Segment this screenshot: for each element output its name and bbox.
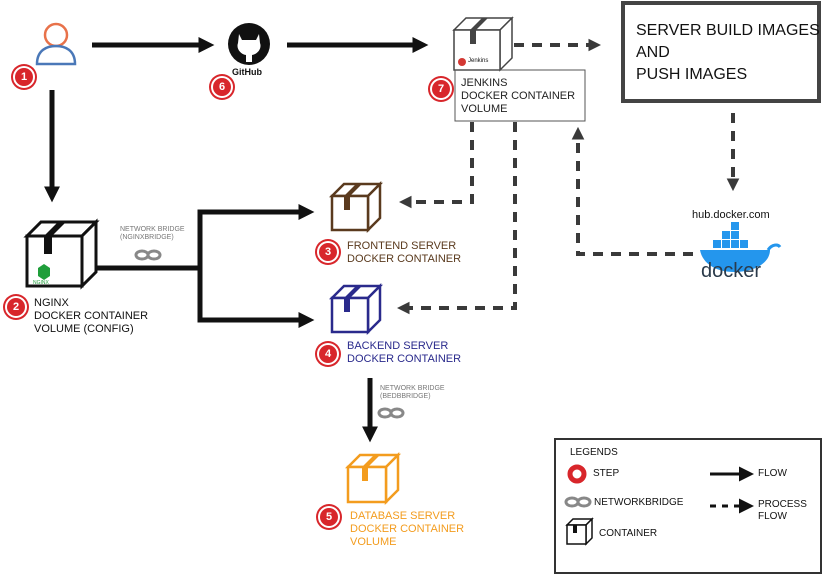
docker-logo-text: docker (701, 260, 762, 282)
jenkins-label-line-2: DOCKER CONTAINER (461, 90, 576, 102)
step-badge-6: 6 (213, 78, 231, 96)
server-build-line-1: SERVER BUILD IMAGES (636, 22, 820, 39)
step-badge-4: 4 (319, 345, 337, 363)
jenkins-label: JENKINS DOCKER CONTAINER VOLUME (461, 77, 575, 116)
backend-bridge-line-1: NETWORK BRIDGE (380, 385, 445, 392)
jenkins-label-line-1: JENKINS (461, 77, 508, 89)
nginx-label-line-3: VOLUME (CONFIG) (34, 323, 134, 335)
legend-flow-label: FLOW (758, 468, 787, 479)
process-jenkins-to-frontend (398, 122, 474, 209)
frontend-label: FRONTEND SERVER DOCKER CONTAINER (347, 240, 461, 266)
nginx-logo-text: NGINX (33, 280, 49, 286)
github-label: GitHub (232, 67, 262, 77)
backend-label-line-1: BACKEND SERVER (347, 340, 449, 352)
flow-arrows (43, 36, 429, 443)
dockerhub-url: hub.docker.com (692, 209, 770, 221)
legend-process-flow-label: PROCESS FLOW (758, 499, 807, 523)
github-icon (228, 23, 270, 65)
legend-container-label: CONTAINER (599, 528, 658, 539)
nginx-bridge-chain-icon (134, 249, 162, 261)
step-badge-7: 7 (432, 80, 450, 98)
nginx-logo-icon (38, 264, 50, 280)
nginx-label: NGINX DOCKER CONTAINER VOLUME (CONFIG) (34, 297, 148, 336)
jenkins-logo-text: Jenkins (468, 58, 489, 64)
legend-box (554, 438, 822, 574)
database-label-line-1: DATABASE SERVER (350, 510, 456, 522)
backend-label: BACKEND SERVER DOCKER CONTAINER (347, 340, 461, 366)
database-label-line-3: VOLUME (350, 536, 397, 548)
legend-container-icon (565, 517, 594, 546)
nginx-bridge-label: NETWORK BRIDGE (NGINXBRIDGE) (120, 226, 185, 242)
process-flow-arrows (396, 38, 740, 315)
server-build-line-2: AND (636, 44, 670, 61)
nginx-label-line-2: DOCKER CONTAINER (34, 310, 149, 322)
legend-networkbridge-label: NETWORKBRIDGE (594, 497, 684, 508)
process-dockerhub-to-jenkins (571, 126, 693, 256)
backend-bridge-label: NETWORK BRIDGE (BEDBBRIDGE) (380, 385, 445, 401)
backend-container-icon (328, 282, 384, 336)
nginx-bridge-line-2: (NGINXBRIDGE) (120, 234, 174, 241)
backend-bridge-chain-icon (377, 407, 405, 419)
nginx-container-icon (23, 218, 100, 290)
flow-nginx-to-frontend (96, 203, 315, 271)
server-build-line-3: PUSH IMAGES (636, 66, 748, 83)
jenkins-label-line-3: VOLUME (461, 103, 508, 115)
server-build-box (621, 1, 821, 103)
legend-step-icon (567, 464, 587, 484)
server-build-label: SERVER BUILD IMAGES AND PUSH IMAGES (636, 20, 820, 86)
frontend-label-line-1: FRONTEND SERVER (347, 240, 457, 252)
database-label: DATABASE SERVER DOCKER CONTAINER VOLUME (350, 510, 464, 549)
step-badge-3: 3 (319, 243, 337, 261)
legend-process-flow-line-1: PROCESS (758, 499, 807, 510)
step-badge-2: 2 (7, 298, 25, 316)
step-badge-5: 5 (320, 508, 338, 526)
step-badge-1: 1 (15, 68, 33, 86)
legend-step-label: STEP (593, 468, 620, 479)
jenkins-container-icon (452, 16, 514, 72)
database-label-line-2: DOCKER CONTAINER (350, 523, 465, 535)
backend-bridge-line-2: (BEDBBRIDGE) (380, 393, 431, 400)
nginx-label-line-1: NGINX (34, 297, 69, 309)
frontend-label-line-2: DOCKER CONTAINER (347, 253, 462, 265)
nginx-bridge-line-1: NETWORK BRIDGE (120, 226, 185, 233)
frontend-container-icon (328, 180, 384, 234)
legend-chain-icon (564, 496, 592, 508)
legend-title: LEGENDS (570, 447, 618, 458)
process-jenkins-to-backend (396, 122, 517, 315)
flow-nginx-to-backend (196, 265, 315, 329)
docker-whale-icon (700, 222, 782, 272)
backend-label-line-2: DOCKER CONTAINER (347, 353, 462, 365)
legend-process-flow-line-2: FLOW (758, 511, 787, 522)
jenkins-logo-icon (458, 58, 466, 66)
jenkins-label-box (454, 69, 586, 122)
database-container-icon (344, 451, 402, 506)
user-icon (35, 22, 77, 66)
